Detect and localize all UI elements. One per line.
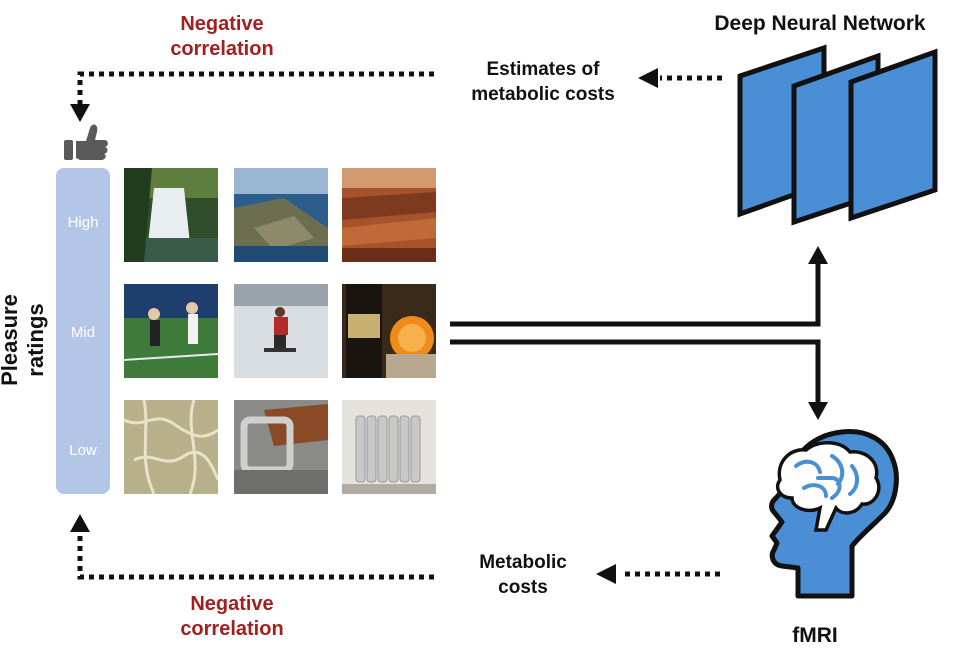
bottom-correlation-line2: correlation [180,618,284,640]
image-beer-orange [342,284,436,378]
image-cracked-texture [124,400,218,494]
image-radiator [342,400,436,494]
dnn-title: Deep Neural Network [714,12,926,35]
image-belt-buckle [234,400,328,494]
pleasure-ratings-axis-title: Pleasure ratings [0,294,48,386]
rating-mid: Mid [70,324,96,341]
top-correlation-line2: correlation [170,38,274,60]
top-correlation-label: Negative correlation [162,12,282,62]
estimates-label: Estimates of metabolic costs [448,57,638,107]
neural-network-icon [737,44,938,226]
split-connector [450,246,828,420]
image-coastal-island [234,168,328,262]
image-snowboarder [234,284,328,378]
metabolic-line2: costs [498,577,548,598]
thumbs-up-icon [64,124,108,160]
image-waterfall [124,168,218,262]
bottom-feedback-arrow [70,514,434,580]
metabolic-line1: Metabolic [479,552,567,573]
estimates-line2: metabolic costs [471,84,615,105]
metabolic-costs-label: Metabolic costs [458,550,588,600]
rating-high: High [67,214,99,231]
fmri-title: fMRI [792,624,838,647]
rating-low: Low [69,442,97,459]
estimates-arrow [638,68,722,88]
head-brain-icon [769,429,899,599]
image-red-canyon [342,168,436,262]
image-tennis [124,284,218,378]
top-correlation-line1: Negative [180,13,264,35]
pleasure-rating-bar: High Mid Low [56,168,110,494]
metabolic-arrow [596,564,720,584]
estimates-line1: Estimates of [486,59,600,80]
bottom-correlation-line1: Negative [190,593,274,615]
bottom-correlation-label: Negative correlation [172,592,292,642]
top-feedback-arrow [70,71,434,122]
